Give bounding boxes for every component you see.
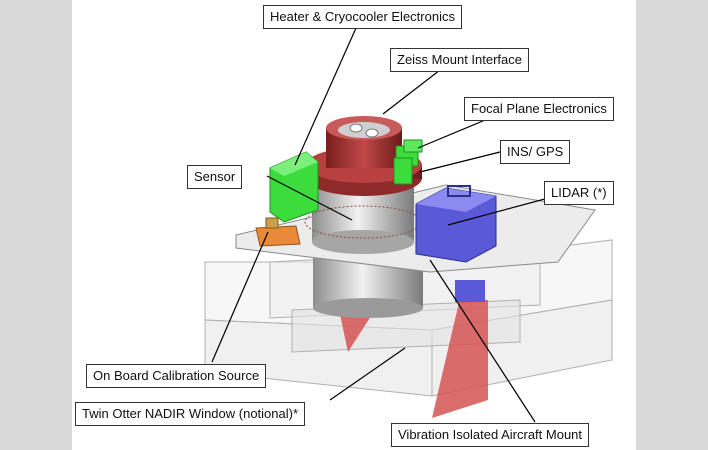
calibration-source-box — [255, 217, 301, 247]
zeiss-mount — [306, 116, 422, 196]
label-lidar: LIDAR (*) — [544, 181, 614, 205]
label-vibration-isolated-mount: Vibration Isolated Aircraft Mount — [391, 423, 590, 447]
label-nadir-window: Twin Otter NADIR Window (notional)* — [75, 402, 306, 426]
label-zeiss-mount-interface: Zeiss Mount Interface — [390, 48, 529, 72]
ins-gps-box — [393, 157, 413, 185]
label-heater-cryocooler-electronics: Heater & Cryocooler Electronics — [263, 5, 462, 29]
label-sensor: Sensor — [187, 165, 243, 189]
label-calibration-source: On Board Calibration Source — [86, 364, 267, 388]
label-focal-plane-electronics: Focal Plane Electronics — [464, 97, 614, 121]
leader-lines — [211, 27, 568, 423]
lidar-box — [415, 185, 497, 263]
heater-electronics-box — [269, 151, 319, 223]
label-ins-gps: INS/ GPS — [500, 140, 571, 164]
